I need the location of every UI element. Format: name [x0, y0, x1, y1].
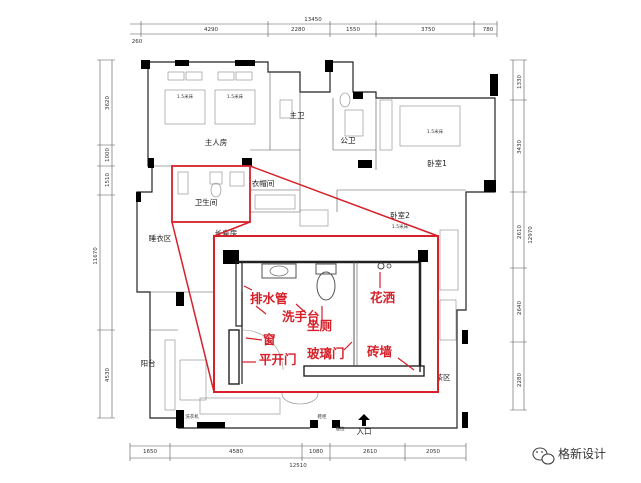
- dim-right-total: 12970: [528, 226, 534, 244]
- room-entrance: 入口: [357, 427, 372, 436]
- wechat-icon: [532, 447, 555, 465]
- watermark-text: 格新设计: [558, 446, 606, 461]
- anno-basin: 洗手台: [282, 309, 320, 324]
- dim-right-1: 1330: [517, 75, 523, 89]
- dim-left-4: 4530: [105, 368, 111, 382]
- dim-top-4: 3750: [421, 27, 435, 33]
- dim-top-3: 1550: [346, 27, 360, 33]
- dim-bottom-3: 1080: [309, 449, 323, 455]
- bottom-dimensions: 1650 4580 1080 2610 2050 12510: [129, 443, 467, 469]
- bed-label-a: 1.5米床: [177, 93, 194, 100]
- anno-hinged-door: 平开门: [259, 352, 297, 367]
- dim-bottom-1: 1650: [143, 449, 157, 455]
- dim-bottom-5: 2050: [426, 449, 440, 455]
- small-bathroom-plan: [177, 171, 245, 198]
- room-balcony: 阳台: [141, 358, 156, 368]
- dim-bottom-2: 4580: [229, 449, 243, 455]
- anno-shower: 花洒: [370, 290, 396, 305]
- dim-right-3: 2610: [517, 225, 523, 239]
- room-master-bath: 主卫: [290, 110, 305, 120]
- dim-top-2: 2280: [291, 27, 305, 33]
- dim-left-total: 11670: [93, 247, 99, 265]
- room-bedroom1: 卧室1: [427, 158, 447, 168]
- label-shoe: 鞋柜: [318, 413, 327, 420]
- dim-left-3: 1510: [105, 173, 111, 187]
- right-dimensions: 1330 3430 2610 2640 2280 12970: [510, 59, 534, 411]
- anno-drain: 排水管: [250, 291, 288, 306]
- room-labels: 主人房 主卫 公卫 卧室1 卧室2 卫生间 衣帽间 睡衣区 长辈房 阳台 茶区 …: [141, 93, 451, 436]
- furniture: [164, 71, 461, 415]
- dim-top-1: 4290: [204, 27, 218, 33]
- room-master: 主人房: [205, 137, 228, 147]
- dim-top-5: 780: [483, 27, 494, 33]
- room-closet-area: 睡衣区: [149, 233, 172, 243]
- label-washer: 洗衣机: [185, 413, 199, 420]
- top-dimensions: 13450 260 4290 2280 1550 3750 780: [130, 17, 498, 45]
- room-cloakroom: 衣帽间: [252, 178, 275, 188]
- highlight-source-box: [171, 165, 439, 393]
- anno-toilet: 坐厕: [307, 318, 333, 333]
- room-public-bath: 公卫: [341, 136, 356, 145]
- anno-window: 窗: [263, 332, 276, 347]
- dim-top-total: 13450: [304, 17, 322, 23]
- room-bedroom2: 卧室2: [390, 210, 410, 220]
- label-door: 推拉: [336, 425, 345, 432]
- dim-right-5: 2280: [517, 373, 523, 387]
- annotation-arrows: [242, 272, 415, 371]
- dim-left-1: 3620: [105, 96, 111, 110]
- bed-label-d: 1.5米床: [392, 223, 409, 230]
- anno-glass-door: 玻璃门: [307, 346, 345, 361]
- dim-top-260: 260: [132, 39, 143, 45]
- dim-bottom-4: 2610: [363, 449, 377, 455]
- dim-right-4: 2640: [517, 301, 523, 315]
- annotations: 排水管 洗手台 坐厕 花洒 窗 平开门 玻璃门 砖墙: [250, 290, 396, 367]
- room-bathroom: 卫生间: [195, 197, 218, 207]
- room-tea-area: 茶区: [436, 372, 451, 382]
- wall-columns: [136, 60, 498, 428]
- dim-left-2: 1000: [105, 148, 111, 162]
- left-dimensions: 3620 1000 1510 4530 11670: [93, 59, 115, 419]
- anno-brick-wall: 砖墙: [367, 344, 393, 359]
- up-arrow-icon: [358, 414, 370, 426]
- room-long: 长辈房: [215, 228, 238, 238]
- bed-label-b: 1.5米床: [227, 93, 244, 100]
- dim-right-2: 3430: [517, 140, 523, 154]
- dim-bottom-total: 12510: [289, 463, 307, 469]
- watermark: 格新设计: [532, 446, 606, 465]
- detail-box: [213, 235, 439, 393]
- bed-label-c: 1.5米床: [427, 128, 444, 135]
